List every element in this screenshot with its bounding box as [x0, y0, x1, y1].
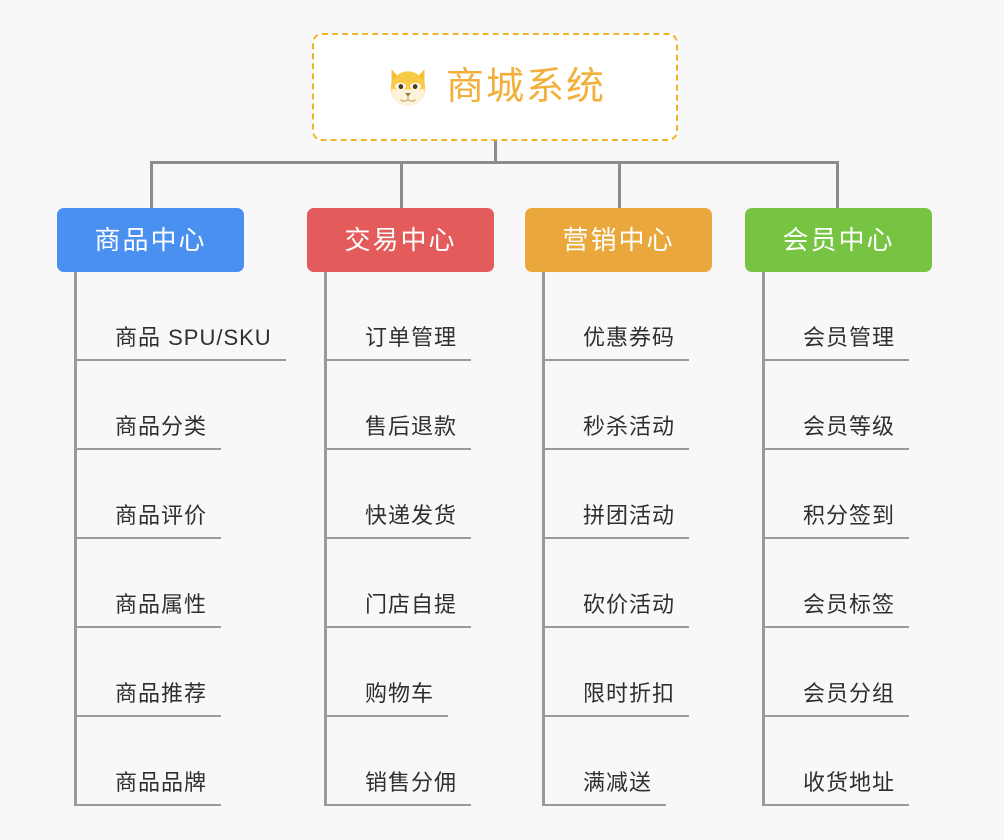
column-spine-0 [74, 272, 77, 806]
leaf-item[interactable]: 积分签到 [762, 450, 910, 539]
leaf-underline: 砍价活动 [542, 587, 690, 628]
leaf-item[interactable]: 会员标签 [762, 539, 910, 628]
leaf-item[interactable]: 砍价活动 [542, 539, 690, 628]
leaf-label: 商品 SPU/SKU [115, 325, 272, 350]
leaf-label: 商品推荐 [115, 681, 208, 706]
leaf-item[interactable]: 秒杀活动 [542, 361, 690, 450]
leaf-item[interactable]: 收货地址 [762, 717, 910, 806]
root-node-title: 商城系统 [445, 66, 606, 108]
leaf-label: 会员管理 [803, 325, 896, 350]
leaf-item[interactable]: 商品评价 [74, 450, 222, 539]
leaf-label: 会员标签 [803, 592, 896, 617]
leaf-label: 商品分类 [115, 414, 208, 439]
leaf-item[interactable]: 订单管理 [324, 272, 472, 361]
connector-drop-4 [836, 161, 839, 209]
leaf-label: 优惠券码 [583, 325, 676, 350]
leaf-label: 门店自提 [365, 592, 458, 617]
connector-trunk-bar [150, 161, 838, 164]
category-title-2: 营销中心 [562, 225, 675, 255]
leaf-label: 积分签到 [803, 503, 896, 528]
leaf-label: 销售分佣 [365, 770, 458, 795]
category-box-3[interactable]: 会员中心 [745, 208, 932, 272]
leaf-label: 限时折扣 [583, 681, 676, 706]
leaf-underline: 会员管理 [762, 320, 910, 361]
leaf-label: 满减送 [583, 770, 653, 795]
leaf-underline: 商品推荐 [74, 676, 222, 717]
leaf-item[interactable]: 商品分类 [74, 361, 222, 450]
category-title-1: 交易中心 [344, 225, 457, 255]
leaf-item[interactable]: 售后退款 [324, 361, 472, 450]
category-box-0[interactable]: 商品中心 [57, 208, 244, 272]
leaf-label: 商品属性 [115, 592, 208, 617]
leaf-item[interactable]: 门店自提 [324, 539, 472, 628]
leaf-item[interactable]: 商品属性 [74, 539, 222, 628]
connector-drop-1 [150, 161, 153, 209]
leaf-label: 购物车 [365, 681, 435, 706]
leaf-underline: 会员分组 [762, 676, 910, 717]
leaf-underline: 秒杀活动 [542, 409, 690, 450]
leaf-item[interactable]: 限时折扣 [542, 628, 690, 717]
column-spine-3 [762, 272, 765, 806]
leaf-label: 拼团活动 [583, 503, 676, 528]
column-spine-2 [542, 272, 545, 806]
leaf-underline: 销售分佣 [324, 765, 472, 806]
leaf-underline: 商品 SPU/SKU [74, 320, 286, 361]
leaf-underline: 购物车 [324, 676, 449, 717]
leaf-underline: 商品评价 [74, 498, 222, 539]
leaf-item[interactable]: 快递发货 [324, 450, 472, 539]
leaf-underline: 商品品牌 [74, 765, 222, 806]
leaf-underline: 售后退款 [324, 409, 472, 450]
leaf-underline: 订单管理 [324, 320, 472, 361]
leaf-label: 秒杀活动 [583, 414, 676, 439]
leaf-underline: 商品属性 [74, 587, 222, 628]
leaf-underline: 优惠券码 [542, 320, 690, 361]
leaf-label: 商品品牌 [115, 770, 208, 795]
leaf-label: 砍价活动 [583, 592, 676, 617]
root-node-shop-system[interactable]: 商城系统 [312, 33, 678, 141]
connector-root-stem [494, 141, 497, 163]
leaf-label: 收货地址 [803, 770, 896, 795]
shiba-dog-icon [390, 69, 426, 107]
leaf-item[interactable]: 商品推荐 [74, 628, 222, 717]
leaf-item[interactable]: 会员等级 [762, 361, 910, 450]
category-box-1[interactable]: 交易中心 [307, 208, 494, 272]
leaf-item[interactable]: 拼团活动 [542, 450, 690, 539]
leaf-label: 会员等级 [803, 414, 896, 439]
column-spine-1 [324, 272, 327, 806]
leaf-item[interactable]: 会员分组 [762, 628, 910, 717]
category-box-2[interactable]: 营销中心 [525, 208, 712, 272]
leaf-label: 会员分组 [803, 681, 896, 706]
leaf-item[interactable]: 满减送 [542, 717, 667, 806]
leaf-underline: 积分签到 [762, 498, 910, 539]
leaf-underline: 收货地址 [762, 765, 910, 806]
leaf-item[interactable]: 购物车 [324, 628, 449, 717]
leaf-underline: 拼团活动 [542, 498, 690, 539]
leaf-label: 订单管理 [365, 325, 458, 350]
leaf-item[interactable]: 商品品牌 [74, 717, 222, 806]
leaf-underline: 快递发货 [324, 498, 472, 539]
leaf-underline: 会员标签 [762, 587, 910, 628]
category-title-3: 会员中心 [782, 225, 895, 255]
leaf-label: 商品评价 [115, 503, 208, 528]
leaf-item[interactable]: 优惠券码 [542, 272, 690, 361]
leaf-item[interactable]: 销售分佣 [324, 717, 472, 806]
leaf-underline: 限时折扣 [542, 676, 690, 717]
leaf-underline: 满减送 [542, 765, 667, 806]
connector-drop-3 [618, 161, 621, 209]
leaf-item[interactable]: 会员管理 [762, 272, 910, 361]
category-title-0: 商品中心 [94, 225, 207, 255]
leaf-underline: 会员等级 [762, 409, 910, 450]
leaf-label: 快递发货 [365, 503, 458, 528]
leaf-underline: 门店自提 [324, 587, 472, 628]
leaf-item[interactable]: 商品 SPU/SKU [74, 272, 286, 361]
leaf-label: 售后退款 [365, 414, 458, 439]
connector-drop-2 [400, 161, 403, 209]
leaf-underline: 商品分类 [74, 409, 222, 450]
